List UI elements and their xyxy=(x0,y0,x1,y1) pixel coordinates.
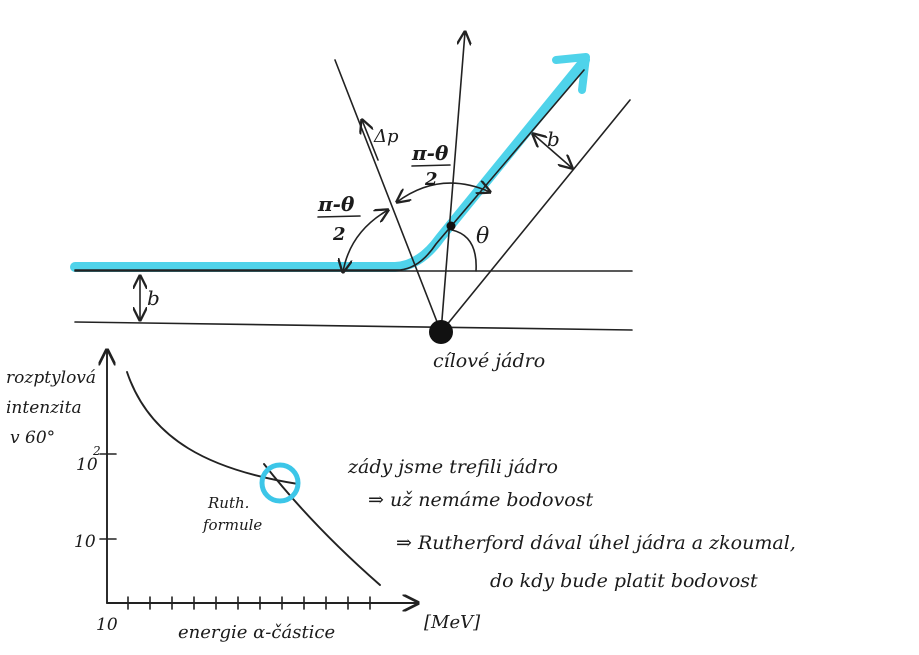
half-angle-upper-denominator: 2 xyxy=(424,169,438,190)
y-tick-low-label: 10 xyxy=(74,532,96,552)
momentum-axis xyxy=(334,59,442,333)
graph-ylabel-2: intenzita xyxy=(6,398,82,418)
trajectory-ink xyxy=(74,69,585,271)
scattering-diagram: b Δp b θ π-θ 2 π-θ 2 cílové jádro xyxy=(70,32,633,372)
x-ticks xyxy=(127,596,371,610)
note-line-4: do kdy bude platit bodovost xyxy=(490,570,758,592)
deviation-highlight xyxy=(259,462,301,504)
y-tick-high-label: 10 xyxy=(76,455,98,475)
half-angle-left-numerator: π-θ xyxy=(317,192,355,216)
note-line-2: ⇒ už nemáme bodovost xyxy=(368,489,593,511)
handwritten-notes: zády jsme trefili jádro ⇒ už nemáme bodo… xyxy=(347,456,796,592)
half-angle-upper-fraction-bar xyxy=(411,164,451,167)
half-angle-left-denominator: 2 xyxy=(332,224,346,245)
curve-label-2: formule xyxy=(202,516,262,534)
half-angle-arc-left xyxy=(343,210,388,272)
impact-parameter-arrow-right xyxy=(533,134,572,168)
outgoing-asymptote xyxy=(440,99,631,333)
note-line-1: zády jsme trefili jádro xyxy=(347,456,558,478)
theta-arc xyxy=(451,229,477,272)
y-tick-high-exponent: 2 xyxy=(92,444,101,458)
measured-curve xyxy=(126,371,299,485)
graph-ylabel-3: v 60° xyxy=(10,428,55,448)
rutherford-formula-curve xyxy=(263,463,381,586)
theta-label: θ xyxy=(476,224,489,249)
nucleus-axis-line xyxy=(74,321,633,331)
intensity-graph: rozptylová intenzita v 60° 10 2 10 10 en… xyxy=(6,350,481,643)
impact-parameter-label-left: b xyxy=(147,286,160,310)
delta-p-arrow xyxy=(362,120,379,161)
graph-xlabel: energie α-částice xyxy=(178,622,335,643)
half-angle-arc-upper xyxy=(397,183,490,202)
graph-x-unit: [MeV] xyxy=(424,612,481,633)
vertical-axis xyxy=(440,32,465,333)
delta-p-label: Δp xyxy=(373,126,399,147)
graph-ylabel-1: rozptylová xyxy=(6,368,96,388)
half-angle-upper-numerator: π-θ xyxy=(411,141,449,165)
x-tick-start-label: 10 xyxy=(96,615,118,635)
trajectory-arrowhead xyxy=(552,53,590,94)
target-nucleus xyxy=(429,320,453,344)
impact-parameter-label-right: b xyxy=(547,127,560,151)
nucleus-label: cílové jádro xyxy=(433,350,545,372)
curve-label-1: Ruth. xyxy=(207,494,249,512)
half-angle-left-fraction-bar xyxy=(317,215,361,218)
note-line-3: ⇒ Rutherford dával úhel jádra a zkoumal, xyxy=(396,532,796,554)
particle-trajectory xyxy=(70,55,590,272)
deflection-point xyxy=(446,221,456,231)
